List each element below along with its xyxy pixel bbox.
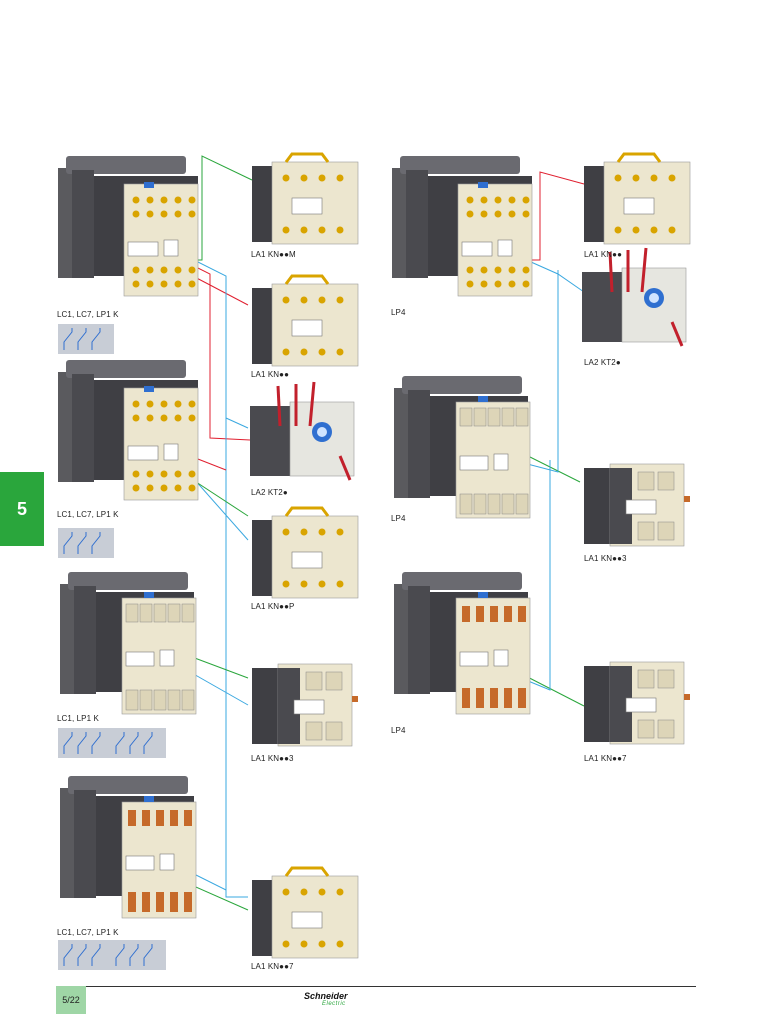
label-lp4-3: LP4 [391, 726, 406, 735]
section-tab: 5 [0, 472, 44, 546]
label-lp4-2: LP4 [391, 514, 406, 523]
label-lc-4: LC1, LC7, LP1 K [57, 928, 119, 937]
label-lc-3: LC1, LP1 K [57, 714, 99, 723]
brand-logo: Schneider Electric [304, 991, 348, 1008]
label-aux-3-right: LA1 KN●●3 [584, 554, 627, 563]
label-lc-1: LC1, LC7, LP1 K [57, 310, 119, 319]
label-aux-plain: LA1 KN●● [251, 370, 290, 379]
page-number: 5/22 [56, 986, 86, 1014]
brand-sub: Electric [322, 1001, 346, 1007]
label-aux-plain-right: LA1 KN●● [584, 250, 623, 259]
label-aux-p: LA1 KN●●P [251, 602, 295, 611]
label-timer-right: LA2 KT2● [584, 358, 621, 367]
label-lc-2: LC1, LC7, LP1 K [57, 510, 119, 519]
label-aux-7-right: LA1 KN●●7 [584, 754, 627, 763]
label-aux-3-left: LA1 KN●●3 [251, 754, 294, 763]
footer-divider [56, 986, 696, 987]
label-aux-7-left: LA1 KN●●7 [251, 962, 294, 971]
label-aux-m: LA1 KN●●M [251, 250, 296, 259]
brand-name: Schneider [304, 991, 348, 1001]
label-lp4-1: LP4 [391, 308, 406, 317]
label-timer-left: LA2 KT2● [251, 488, 288, 497]
